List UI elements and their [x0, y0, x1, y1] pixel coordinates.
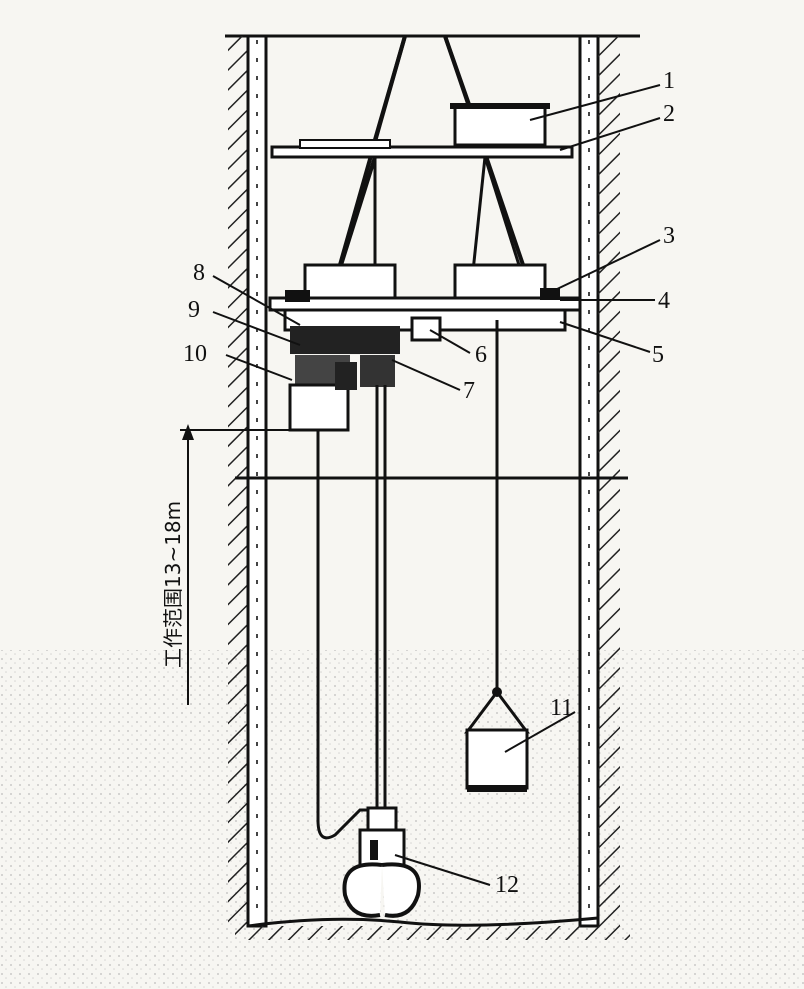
range-arrow-head: [182, 424, 194, 440]
left-shaft-wall: [228, 34, 268, 928]
upper-platform: [270, 103, 574, 301]
label-7: 7: [463, 378, 475, 404]
label-6: 6: [475, 342, 487, 368]
label-1: 1: [663, 68, 675, 94]
grab-bucket: [342, 806, 421, 918]
label-2: 2: [663, 101, 675, 127]
hoist-ropes: [328, 35, 537, 301]
working-platform: [268, 263, 582, 342]
label-8: 8: [193, 260, 205, 286]
muck-bucket: [464, 687, 530, 792]
right-shaft-wall: [578, 34, 620, 928]
label-12: 12: [495, 872, 519, 898]
shaft-bottom: [235, 916, 630, 940]
label-11: 11: [550, 695, 573, 721]
label-5: 5: [652, 342, 664, 368]
label-3: 3: [663, 223, 675, 249]
grab-cables: [316, 320, 499, 840]
label-9: 9: [188, 297, 200, 323]
label-10: 10: [183, 341, 207, 367]
working-range-label: 工作范围13~18m: [161, 501, 185, 668]
label-4: 4: [658, 288, 670, 314]
winch-assembly: [288, 326, 400, 432]
leader-lines: [212, 84, 661, 886]
